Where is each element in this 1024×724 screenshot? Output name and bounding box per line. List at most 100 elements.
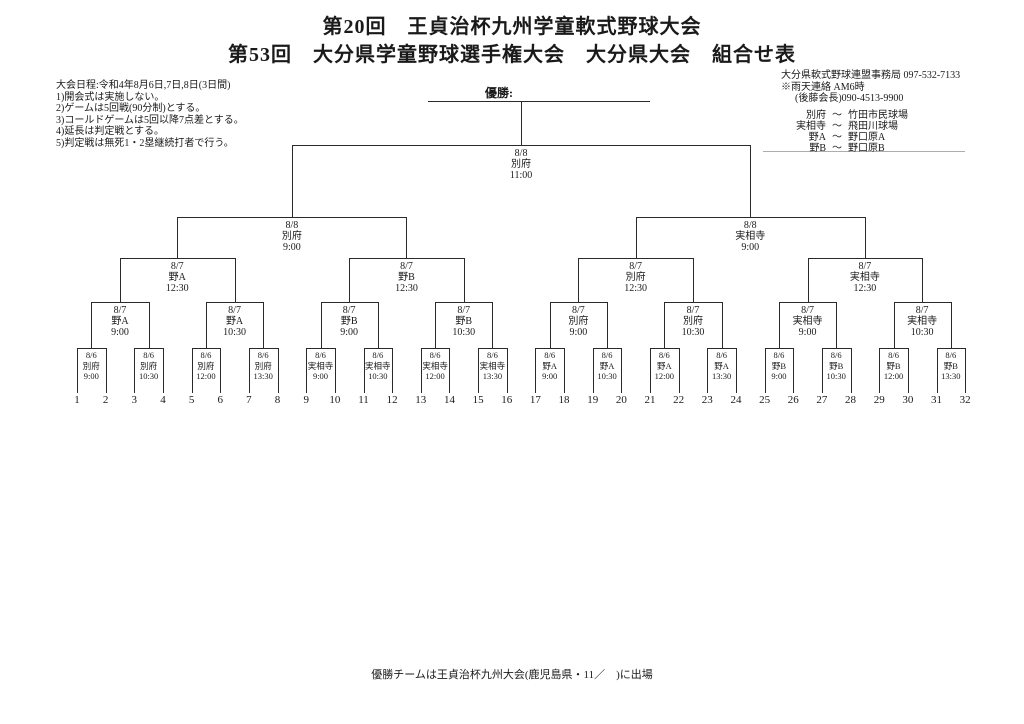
match-label-line: 13:30 [941, 371, 961, 381]
round1-box-top [936, 348, 966, 349]
round2-riser [578, 258, 580, 302]
match-label-line: 8/6 [143, 350, 155, 360]
round1-box-right [392, 348, 394, 393]
match-label-line: 実相寺 [792, 316, 823, 327]
match-label-line: 12:00 [196, 371, 216, 381]
round2-riser [922, 258, 924, 302]
round1-riser [721, 302, 723, 348]
seed-number-31: 31 [931, 394, 942, 406]
seed-number-3: 3 [131, 394, 138, 406]
match-label-line: 8/6 [429, 350, 441, 360]
round1-riser [148, 302, 150, 348]
match-label-line: 実相寺 [735, 231, 766, 242]
match-label-line: 野B [886, 360, 901, 371]
round1-box-left [363, 348, 365, 393]
seed-number-17: 17 [529, 394, 541, 406]
seed-number-30: 30 [902, 394, 914, 406]
rules-list: 1)開会式は実施しない。2)ゲームは5回戦(90分制)とする。3)コールドゲーム… [56, 92, 244, 150]
quarterfinal-connector [578, 258, 693, 259]
seed-number-7: 7 [246, 394, 252, 406]
match-label-line: 8/8 [743, 220, 757, 231]
match-label-line: 8/6 [85, 350, 97, 360]
match-label-line: 別府 [140, 360, 158, 371]
match-label-line: 10:30 [910, 327, 934, 338]
match-label-line: 8/6 [372, 350, 384, 360]
quarterfinal-connector [807, 258, 923, 259]
round1-box-left [191, 348, 193, 393]
match-label-line: 10:30 [681, 327, 705, 338]
match-label-line: 8/7 [170, 261, 184, 272]
round1-box-left [879, 348, 881, 393]
match-label-line: 野A [168, 272, 186, 283]
seed-number-26: 26 [787, 394, 799, 406]
match-label-line: 9:00 [111, 327, 129, 338]
round1-box-left [478, 348, 480, 393]
round1-riser [950, 302, 952, 348]
round1-box-right [162, 348, 164, 393]
round1-box-top [248, 348, 278, 349]
match-label-line: 実相寺 [479, 360, 506, 371]
round1-riser [263, 302, 265, 348]
champion-label: 優勝: [485, 86, 513, 100]
seed-number-18: 18 [558, 394, 570, 406]
venue-full: 飛田川球場 [848, 121, 898, 132]
round1-box-right [506, 348, 508, 393]
round1-riser [836, 302, 838, 348]
venue-full: 竹田市民球場 [848, 110, 908, 121]
round1-riser [778, 302, 780, 348]
round1-box-top [821, 348, 851, 349]
round1-box-right [793, 348, 795, 393]
seed-number-20: 20 [615, 394, 627, 406]
match-label-line: 10:30 [138, 371, 159, 381]
seed-number-23: 23 [701, 394, 713, 406]
match-label-line: 9:00 [83, 371, 99, 381]
match-label-line: 野A [111, 316, 129, 327]
round1-box-left [764, 348, 766, 393]
seed-number-13: 13 [415, 394, 427, 406]
schedule-note: 大会日程:令和4年8月6日,7日,8日(3日間) [56, 80, 231, 91]
match-label-line: 野B [455, 316, 473, 327]
match-label-line: 9:00 [282, 242, 301, 253]
match-label-line: 12:30 [624, 283, 648, 294]
match-label-line: 8/6 [200, 350, 212, 360]
round1-riser [320, 302, 322, 348]
seed-number-4: 4 [160, 394, 166, 406]
seed-number-27: 27 [816, 394, 828, 406]
quarterfinal-riser [864, 217, 866, 258]
round1-riser [607, 302, 609, 348]
round1-box-left [650, 348, 651, 393]
round1-box-right [850, 348, 852, 393]
seed-number-5: 5 [188, 394, 195, 406]
match-label-line: 野A [225, 316, 244, 327]
semifinal-riser [291, 145, 293, 217]
round1-box-top [764, 348, 794, 349]
round1-riser [435, 302, 437, 348]
round1-box-top [535, 348, 565, 349]
match-label-line: 10:30 [597, 371, 617, 381]
match-label-line: 8/7 [571, 305, 585, 316]
final-connector [291, 145, 751, 146]
match-label-line: 10:30 [826, 371, 846, 381]
rule-item: 2)ゲームは5回戦(90分制)とする。 [56, 103, 206, 114]
semifinal-riser [750, 145, 752, 217]
footer-note: 優勝チームは王貞治杯九州大会(鹿児島県・11／ )に出場 [371, 669, 653, 681]
round2-riser [119, 258, 121, 302]
round1-box-left [248, 348, 250, 393]
match-label-line: 別府 [254, 360, 272, 371]
round1-box-top [650, 348, 679, 349]
round1-box-right [907, 348, 909, 393]
seed-number-8: 8 [274, 394, 281, 406]
round2-connector [778, 302, 837, 303]
match-label-line: 実相寺 [365, 360, 391, 371]
round1-box-right [965, 348, 967, 393]
